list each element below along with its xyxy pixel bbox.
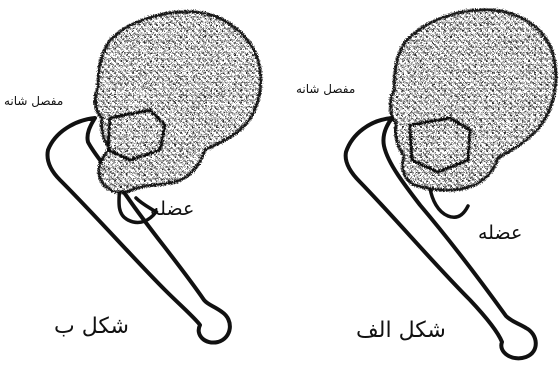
left-joint-label: مفصل شانه [4,94,63,108]
right-figure [346,10,556,359]
right-muscle-outline [430,188,468,217]
left-figure [48,12,261,343]
right-joint-label: مفصل شانه [296,82,355,96]
right-figure-caption: شکل الف [356,318,446,343]
left-muscle-label: عضله [150,198,194,220]
right-muscle-label: عضله [478,222,522,244]
left-head-texture [95,12,261,193]
left-figure-caption: شکل ب [54,314,129,339]
